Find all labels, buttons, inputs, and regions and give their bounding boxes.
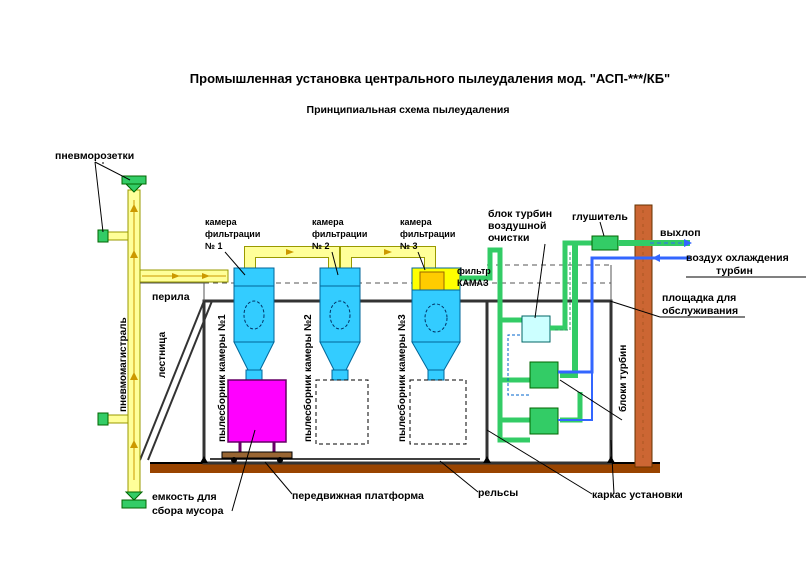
label-debris-l1: емкость для bbox=[152, 491, 217, 503]
leader-line bbox=[264, 461, 293, 495]
leader-line bbox=[417, 251, 426, 271]
label-railing: перила bbox=[152, 291, 190, 303]
leader-line bbox=[610, 439, 615, 495]
page-title: Промышленная установка центрального пыле… bbox=[190, 71, 670, 86]
label-turbine-block-l1: блок турбин bbox=[488, 208, 552, 220]
leader-line bbox=[599, 221, 605, 237]
label-platform-l2: обслуживания bbox=[662, 305, 738, 317]
label-debris-l2: сбора мусора bbox=[152, 505, 224, 517]
turbine-block-1 bbox=[529, 361, 559, 389]
label-cooling-air-l1: воздух охлаждения bbox=[686, 252, 789, 264]
frame-foot bbox=[483, 456, 491, 463]
label-cooling-air-l2: турбин bbox=[716, 265, 753, 277]
ladder-rail bbox=[147, 300, 213, 461]
flow-arrow bbox=[202, 273, 210, 279]
air-flow-dashed bbox=[507, 334, 530, 396]
leader-line bbox=[559, 379, 623, 421]
muffler bbox=[591, 235, 619, 251]
label-turbine-block-l3: очистки bbox=[488, 232, 529, 244]
leader-line bbox=[331, 251, 339, 276]
ladder-rail bbox=[139, 300, 205, 461]
leader-line bbox=[534, 243, 546, 319]
flow-arrow bbox=[130, 372, 138, 380]
leader-line bbox=[609, 300, 661, 318]
label-filter-l1: фильтр bbox=[457, 266, 491, 276]
label-rails: рельсы bbox=[478, 487, 518, 499]
ground bbox=[150, 463, 660, 473]
leader-line bbox=[486, 429, 593, 495]
label-chamber3-l2: фильтрации bbox=[400, 229, 455, 239]
cooling-air-branch bbox=[558, 300, 593, 421]
clean-air-low bbox=[497, 380, 530, 443]
flow-arrow bbox=[130, 440, 138, 448]
label-chamber2-l3: № 2 bbox=[312, 241, 330, 251]
leader-line bbox=[224, 251, 246, 276]
cooling-flow bbox=[555, 250, 571, 331]
label-turbine-block-l2: воздушной bbox=[488, 220, 546, 232]
filter-chamber-1 bbox=[233, 267, 275, 381]
filter-chamber-2 bbox=[319, 267, 361, 381]
frame-foot bbox=[607, 456, 615, 463]
label-chamber2-l2: фильтрации bbox=[312, 229, 367, 239]
label-chamber2-l1: камера bbox=[312, 217, 345, 227]
pneumo-outlet-lower-side bbox=[97, 412, 129, 426]
label-chamber3-l1: камера bbox=[400, 217, 433, 227]
flow-arrow bbox=[130, 204, 138, 212]
pneumo-outlet-bottom bbox=[121, 491, 147, 509]
label-dust-collector-2: пылесборник камеры №2 bbox=[302, 314, 314, 442]
flow-arrow bbox=[384, 249, 392, 255]
flow-arrow bbox=[172, 273, 180, 279]
label-exhaust: выхлоп bbox=[660, 227, 701, 239]
label-filter-l2: КАМАЗ bbox=[457, 278, 489, 288]
dust-collector-2 bbox=[315, 379, 369, 445]
debris-container bbox=[227, 379, 287, 443]
turbine-block-light bbox=[521, 315, 551, 343]
leader-line bbox=[231, 429, 256, 512]
dust-collector-3 bbox=[409, 379, 467, 445]
filter-chamber-3 bbox=[411, 267, 461, 381]
frame-foot bbox=[200, 456, 208, 463]
flow-arrow bbox=[130, 250, 138, 258]
label-pneumo-outlets: пневморозетки bbox=[55, 150, 134, 162]
label-chamber1-l2: фильтрации bbox=[205, 229, 260, 239]
label-platform-l1: площадка для bbox=[662, 292, 736, 304]
label-chamber1-l3: № 1 bbox=[205, 241, 223, 251]
label-ladder: лестница bbox=[157, 331, 168, 378]
label-chamber3-l3: № 3 bbox=[400, 241, 418, 251]
pipe-c2-c3 bbox=[341, 247, 435, 268]
platform-wheel bbox=[231, 457, 237, 463]
pipe-c1-c2 bbox=[245, 247, 339, 268]
exhaust-riser bbox=[560, 243, 578, 378]
label-dust-collector-1: пылесборник камеры №1 bbox=[216, 314, 228, 442]
cooling-air-arrow bbox=[652, 254, 660, 262]
clean-air-pipe bbox=[460, 247, 503, 380]
installation-frame bbox=[202, 299, 613, 465]
exhaust-riser-2 bbox=[560, 392, 583, 423]
leader-line bbox=[94, 161, 104, 233]
label-pneumo-main: пневмомагистраль bbox=[118, 317, 129, 412]
label-muffler: глушитель bbox=[572, 211, 628, 223]
leader-line bbox=[94, 161, 131, 181]
platform-wheel bbox=[277, 457, 283, 463]
label-dust-collector-3: пылесборник камеры №3 bbox=[396, 314, 408, 442]
exhaust-line bbox=[550, 240, 592, 331]
leader-line bbox=[439, 460, 479, 493]
label-chamber1-l1: камера bbox=[205, 217, 238, 227]
turbine-block-2 bbox=[529, 407, 559, 435]
page-subtitle: Принципиальная схема пылеудаления bbox=[307, 104, 510, 116]
label-frame: каркас установки bbox=[592, 489, 683, 501]
label-turbine-blocks: блоки турбин bbox=[617, 345, 629, 412]
label-mobile-platform: передвижная платформа bbox=[292, 490, 424, 502]
mobile-platform bbox=[221, 451, 293, 459]
pneumo-outlet-top bbox=[121, 175, 147, 193]
flow-arrow bbox=[286, 249, 294, 255]
